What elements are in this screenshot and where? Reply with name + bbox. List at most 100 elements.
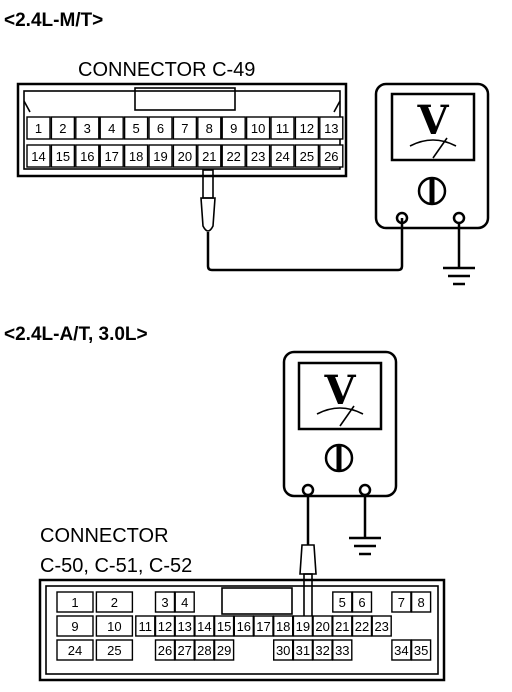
connector-pin: 2 [95,591,134,613]
pin-label: 35 [414,643,428,658]
connector-pin: 6 [351,591,373,613]
pin-label: 7 [181,121,188,136]
connector-pin: 14 [26,144,51,168]
connector-pin: 1 [26,116,51,140]
pin-label: 7 [398,595,405,610]
connector-pin: 31 [292,639,314,661]
connector-pin: 35 [410,639,432,661]
pin-label: 3 [84,121,91,136]
connector-pin: 24 [56,639,94,661]
connector-pin: 21 [332,615,353,637]
connector-pin: 28 [194,639,215,661]
connector-pin: 11 [135,615,156,637]
probe-1 [200,169,404,272]
pin-label: 24 [275,149,289,164]
pin-label: 2 [111,595,118,610]
pin-label: 8 [206,121,213,136]
pin-label: 27 [177,643,191,658]
pin-label: 1 [35,121,42,136]
pin-label: 9 [71,619,78,634]
connector-pin: 23 [371,615,392,637]
connector-pin: 5 [332,591,353,613]
voltmeter-2-symbol: V [323,367,356,414]
pin-label: 4 [181,595,188,610]
connector-pin: 7 [391,591,412,613]
pin-label: 16 [80,149,94,164]
pin-label: 18 [276,619,290,634]
pin-label: 22 [226,149,240,164]
pin-label: 21 [335,619,349,634]
connector-pin: 25 [294,144,320,168]
voltmeter-1-symbol: V [416,97,449,144]
connector-pin: 32 [312,639,333,661]
connector-pin: 5 [123,116,149,140]
connector-pin: 17 [253,615,274,637]
pin-label: 25 [300,149,314,164]
connector-pin: 10 [245,116,271,140]
connector-pin: 8 [410,591,432,613]
connector-pin: 34 [391,639,412,661]
pin-label: 5 [132,121,139,136]
pin-label: 6 [157,121,164,136]
connector-pin: 3 [75,116,100,140]
connector-pin: 3 [154,591,176,613]
connector-pin: 10 [95,615,134,637]
pin-label: 32 [315,643,329,658]
connector-pin: 22 [221,144,246,168]
voltmeter-1: V [374,82,490,286]
connector-pin: 9 [221,116,246,140]
connector-pin: 4 [174,591,195,613]
connector-c50-label-line2: C-50, C-51, C-52 [40,555,192,577]
pin-label: 17 [256,619,270,634]
connector-pin: 26 [319,144,344,168]
connector-pin: 16 [75,144,100,168]
connector-pin: 29 [213,639,235,661]
connector-pin: 19 [148,144,173,168]
connector-pin: 16 [233,615,255,637]
connector-c49-label: CONNECTOR C-49 [78,59,255,81]
pin-label: 9 [230,121,237,136]
pin-label: 1 [71,595,78,610]
connector-pin: 11 [270,116,295,140]
pin-label: 26 [158,643,172,658]
pin-label: 14 [197,619,211,634]
pin-label: 21 [202,149,216,164]
pin-label: 11 [276,121,290,136]
pin-label: 4 [108,121,115,136]
pin-label: 18 [129,149,143,164]
pin-label: 14 [31,149,45,164]
pin-label: 29 [217,643,231,658]
pin-label: 22 [355,619,369,634]
pin-label: 3 [161,595,168,610]
connector-c50-label-line1: CONNECTOR [40,525,169,547]
connector-pin: 14 [194,615,215,637]
pin-label: 13 [324,121,338,136]
connector-pin: 26 [154,639,176,661]
connector-pin: 4 [99,116,124,140]
connector-pin: 7 [172,116,198,140]
connector-pin: 9 [56,615,94,637]
pin-label: 20 [178,149,192,164]
pin-label: 15 [56,149,70,164]
connector-pin: 13 [319,116,344,140]
pin-label: 26 [324,149,338,164]
pin-label: 24 [68,643,82,658]
pin-label: 16 [237,619,251,634]
pin-label: 12 [300,121,314,136]
pin-label: 20 [315,619,329,634]
pin-label: 15 [217,619,231,634]
connector-pin: 1 [56,591,94,613]
probe-2 [299,495,317,619]
connector-pin: 12 [154,615,176,637]
connector-pin: 23 [245,144,271,168]
connector-pin: 30 [273,639,294,661]
connector-pin: 18 [123,144,149,168]
